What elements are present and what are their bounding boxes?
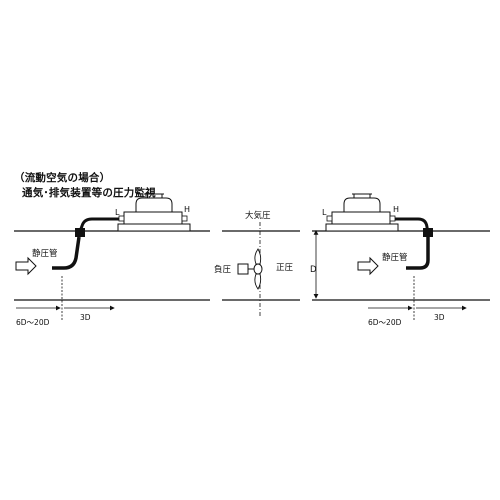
right-connection-tube	[395, 217, 430, 235]
right-pressure-switch	[325, 193, 399, 232]
center-negative-label: 負圧	[214, 264, 232, 275]
center-diameter-label: D	[310, 265, 317, 275]
right-setup: L H 静圧管 6D～20D 3D	[312, 193, 490, 327]
center-atmospheric-label: 大気圧	[245, 210, 271, 221]
left-upstream-dim-label: 6D～20D	[16, 318, 50, 327]
right-port-low-label: L	[322, 208, 327, 217]
diagram-title-line2: 通気･排気装置等の圧力監視	[22, 187, 156, 199]
center-fan	[237, 248, 263, 290]
right-downstream-dim-label: 3D	[434, 313, 445, 322]
diagram-title-line1: （流動空気の場合）	[14, 172, 111, 184]
left-downstream-dim-label: 3D	[80, 313, 91, 322]
left-connection-tube	[77, 217, 119, 235]
right-static-pressure-pipe	[406, 237, 430, 270]
right-tube-fitting	[423, 228, 433, 237]
left-flow-arrow	[15, 256, 37, 276]
center-positive-label: 正圧	[276, 263, 294, 273]
left-port-low-label: L	[115, 208, 120, 217]
left-port-high-label: H	[184, 205, 190, 214]
left-static-pressure-pipe	[52, 236, 81, 270]
left-setup: L H 静圧管 6D～20D 3D	[14, 193, 210, 327]
left-pitot-label: 静圧管	[32, 248, 58, 259]
right-pitot-label: 静圧管	[382, 252, 408, 263]
right-flow-arrow	[357, 256, 379, 276]
left-pressure-switch	[117, 193, 191, 232]
center-setup: 大気圧 負圧 正圧 D	[214, 210, 319, 318]
right-upstream-dim-label: 6D～20D	[368, 318, 402, 327]
left-tube-fitting	[75, 228, 85, 237]
right-port-high-label: H	[393, 205, 399, 214]
